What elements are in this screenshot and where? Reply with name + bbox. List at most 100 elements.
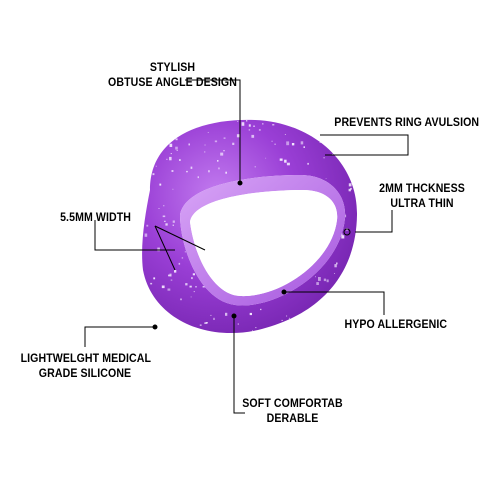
glitter-speck [172, 220, 175, 223]
glitter-speck [237, 323, 239, 325]
glitter-speck [150, 282, 153, 285]
glitter-speck [190, 296, 192, 298]
glitter-speck [339, 290, 341, 292]
glitter-speck [171, 170, 174, 172]
glitter-speck [164, 220, 166, 222]
glitter-speck [197, 176, 199, 179]
glitter-speck [223, 150, 225, 152]
glitter-speck [288, 317, 291, 320]
glitter-speck [140, 186, 142, 188]
glitter-speck [281, 319, 283, 321]
glitter-speck [271, 140, 273, 142]
glitter-speck [161, 285, 165, 289]
glitter-speck [341, 143, 344, 146]
glitter-speck [345, 282, 348, 284]
glitter-speck [176, 118, 178, 120]
glitter-speck [248, 124, 251, 127]
glitter-speck [336, 262, 338, 265]
glitter-speck [169, 143, 173, 147]
glitter-speck [169, 273, 172, 277]
glitter-speck [146, 224, 149, 227]
glitter-speck [207, 132, 209, 133]
glitter-speck [192, 273, 195, 276]
glitter-speck [347, 150, 349, 152]
glitter-speck [332, 153, 334, 155]
glitter-speck [159, 183, 162, 186]
glitter-speck [178, 128, 182, 133]
glitter-speck [323, 278, 327, 282]
glitter-speck [314, 121, 317, 124]
glitter-speck [180, 129, 183, 132]
glitter-speck [199, 324, 202, 326]
glitter-speck [210, 314, 212, 316]
ring-inner-band [180, 175, 346, 306]
glitter-speck [253, 125, 255, 127]
glitter-speck [168, 274, 171, 277]
glitter-speck [195, 286, 197, 288]
glitter-speck [169, 156, 172, 161]
glitter-speck [155, 165, 157, 167]
glitter-speck [284, 119, 285, 121]
glitter-speck [284, 159, 287, 163]
glitter-speck [170, 279, 173, 281]
glitter-speck [296, 324, 299, 327]
glitter-speck [144, 233, 148, 237]
glitter-speck [334, 264, 337, 268]
glitter-speck [159, 128, 162, 131]
callout-prevents-avulsion: PREVENTS RING AVULSION [334, 117, 480, 129]
glitter-speck [286, 141, 290, 146]
callout-stylish-design: STYLISH OBTUSE ANGLE DESIGN [108, 62, 237, 89]
callout-leader-lines [84, 79, 409, 414]
glitter-speck [167, 288, 171, 291]
glitter-speck [158, 130, 161, 135]
glitter-speck [319, 141, 322, 143]
glitter-speck [279, 158, 283, 161]
glitter-speck [325, 178, 327, 179]
glitter-speck [348, 183, 352, 187]
glitter-speck [358, 260, 359, 261]
glitter-speck [179, 159, 181, 161]
glitter-speck [158, 132, 160, 134]
glitter-speck [172, 188, 174, 190]
glitter-speck [174, 270, 177, 273]
glitter-speck [188, 143, 190, 146]
glitter-speck [331, 295, 334, 297]
glitter-speck [160, 146, 162, 148]
glitter-speck [265, 157, 267, 159]
glitter-speck [258, 129, 261, 131]
glitter-speck [158, 208, 160, 209]
glitter-speck [318, 277, 321, 281]
glitter-speck [355, 251, 357, 253]
glitter-speck [358, 210, 361, 213]
glitter-speck [316, 282, 319, 285]
callout-hypo-allergenic: HYPO ALLERGENIC [344, 319, 448, 331]
callout-medical-silicone: LIGHTWELGHT MEDICAL GRADE SILICONE [20, 353, 152, 380]
callout-soft-comfort: SOFT COMFORTAB DERABLE [242, 398, 343, 425]
glitter-speck [296, 317, 299, 319]
glitter-speck [184, 251, 186, 253]
glitter-speck [176, 149, 178, 151]
glitter-speck [307, 162, 309, 165]
glitter-speck [310, 315, 312, 317]
glitter-speck [350, 187, 352, 190]
glitter-speck [165, 223, 168, 226]
glitter-speck [310, 326, 313, 329]
glitter-speck [286, 162, 290, 166]
glitter-speck [204, 151, 206, 153]
glitter-speck [357, 278, 360, 281]
glitter-speck [237, 121, 239, 122]
glitter-speck [208, 170, 210, 173]
glitter-speck [186, 170, 188, 173]
glitter-speck [175, 146, 178, 150]
glitter-speck [284, 134, 286, 135]
glitter-speck [189, 285, 192, 288]
glitter-speck [148, 125, 152, 129]
glitter-speck [202, 119, 205, 121]
ring-hole [190, 190, 338, 297]
glitter-speck [286, 315, 288, 317]
glitter-speck [214, 140, 218, 143]
glitter-speck [175, 138, 178, 141]
glitter-speck [246, 120, 248, 122]
glitter-speck [272, 124, 275, 126]
